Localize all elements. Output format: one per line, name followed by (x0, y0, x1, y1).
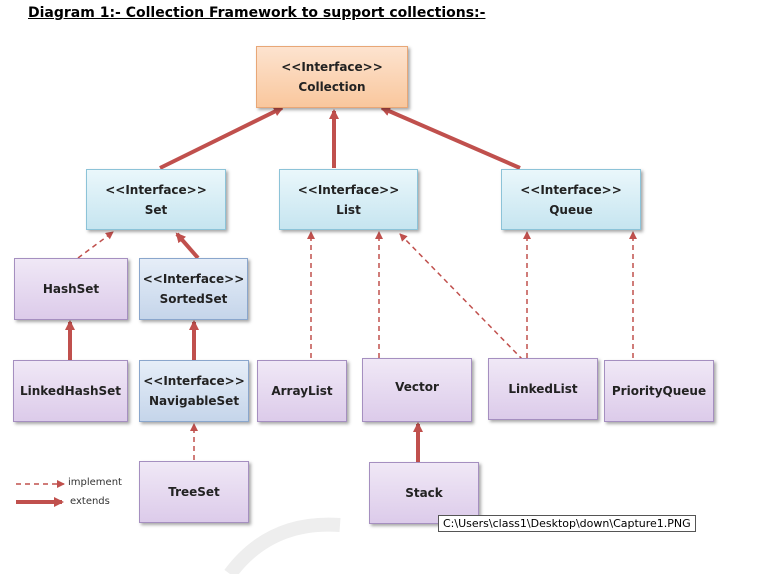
node-arraylist: ArrayList (257, 360, 347, 422)
node-collection-stereotype: <<Interface>> (281, 60, 383, 74)
node-linkedlist: LinkedList (488, 358, 598, 420)
edge-linkedlist-list (399, 233, 524, 361)
edge-queue-collection (380, 106, 521, 170)
node-stack-label: Stack (405, 486, 443, 500)
node-stack: Stack (369, 462, 479, 524)
node-set-label: Set (144, 202, 168, 217)
node-navigableset-label: NavigableSet (148, 394, 240, 408)
watermark (224, 517, 341, 574)
node-sortedset-label: SortedSet (159, 292, 228, 306)
node-linkedhashset: LinkedHashSet (13, 360, 128, 422)
node-queue: <<Interface>> Queue (501, 169, 641, 230)
node-list-stereotype: <<Interface>> (297, 182, 400, 197)
node-vector-label: Vector (395, 380, 439, 394)
node-collection-label: Collection (298, 80, 366, 94)
legend-extends-label: extends (70, 496, 110, 507)
node-list: <<Interface>> List (279, 169, 418, 230)
node-vector: Vector (362, 358, 472, 422)
edge-hashset-set (77, 231, 114, 259)
node-priorityqueue-label: PriorityQueue (611, 384, 707, 398)
node-set-stereotype: <<Interface>> (105, 182, 207, 197)
node-treeset-label: TreeSet (168, 485, 220, 499)
node-set: <<Interface>> Set (86, 169, 226, 230)
diagram-title: Diagram 1:- Collection Framework to supp… (28, 5, 486, 21)
node-sortedset-stereotype: <<Interface>> (142, 272, 245, 286)
edge-set-collection (159, 106, 284, 170)
legend-implement-label: implement (68, 477, 122, 488)
node-navigableset-stereotype: <<Interface>> (143, 374, 245, 388)
edge-sortedset-set (175, 232, 200, 260)
node-navigableset: <<Interface>> NavigableSet (139, 360, 249, 422)
node-list-label: List (336, 202, 361, 217)
node-hashset-label: HashSet (42, 282, 100, 296)
node-treeset: TreeSet (139, 461, 249, 523)
node-sortedset: <<Interface>> SortedSet (139, 258, 248, 320)
node-hashset: HashSet (14, 258, 128, 320)
node-collection: <<Interface>> Collection (256, 46, 408, 108)
node-linkedhashset-label: LinkedHashSet (19, 384, 122, 398)
node-queue-stereotype: <<Interface>> (520, 182, 622, 197)
file-path-tooltip: C:\Users\class1\Desktop\down\Capture1.PN… (438, 515, 696, 532)
node-arraylist-label: ArrayList (271, 384, 333, 398)
node-queue-label: Queue (549, 202, 593, 217)
node-linkedlist-label: LinkedList (508, 382, 578, 396)
node-priorityqueue: PriorityQueue (604, 360, 714, 422)
